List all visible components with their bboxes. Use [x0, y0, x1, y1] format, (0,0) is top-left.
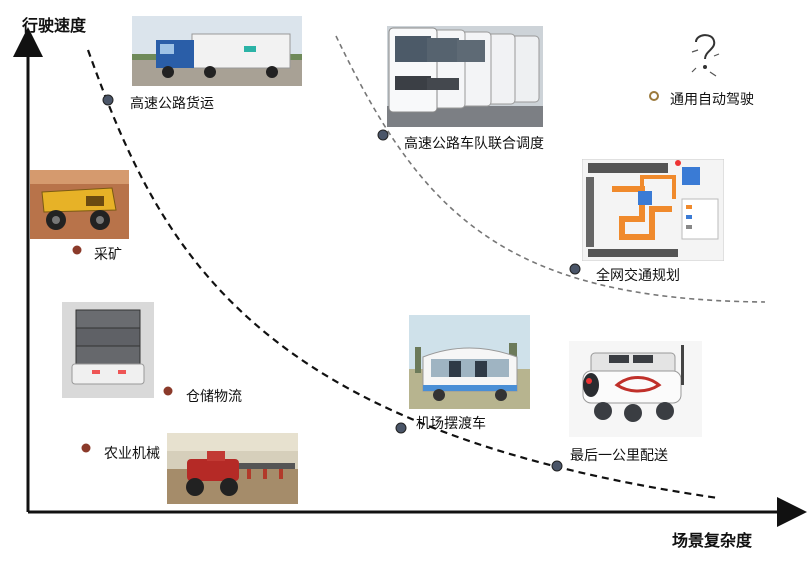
truck-photo: [132, 16, 302, 86]
dot-highway-freight: [102, 94, 114, 106]
tractor-photo: [167, 433, 298, 504]
dot-airport-shuttle: [395, 422, 407, 434]
dot-network-traffic: [569, 263, 581, 275]
label-highway-freight: 高速公路货运: [130, 96, 214, 112]
label-agriculture: 农业机械: [104, 446, 160, 462]
dot-mining: [72, 245, 82, 255]
label-highway-fleet: 高速公路车队联合调度: [404, 136, 544, 152]
curve-gray: [335, 35, 766, 303]
fleet-trucks-photo: [387, 26, 543, 127]
airport-cart-photo: [409, 315, 530, 409]
curve-dark: [86, 49, 719, 500]
dot-general-autonomous: [649, 91, 659, 101]
label-network-traffic: 全网交通规划: [596, 268, 680, 284]
delivery-robot-photo: [569, 341, 702, 437]
parking-map-photo: [582, 159, 724, 261]
x-axis-label: 场景复杂度: [672, 531, 753, 550]
label-last-mile: 最后一公里配送: [570, 448, 668, 464]
label-mining: 采矿: [94, 247, 122, 263]
y-axis-label: 行驶速度: [22, 16, 87, 35]
dot-highway-fleet: [377, 129, 389, 141]
dot-agriculture: [81, 443, 91, 453]
warehouse-robot-photo: [62, 302, 154, 398]
label-warehouse-logistics: 仓储物流: [186, 389, 242, 405]
question-mark-icon: [691, 34, 720, 77]
dot-warehouse: [163, 386, 173, 396]
label-airport-shuttle: 机场摆渡车: [416, 416, 486, 432]
label-general-autonomous: 通用自动驾驶: [670, 92, 754, 108]
mining-truck-photo: [30, 170, 129, 239]
dot-last-mile: [551, 460, 563, 472]
